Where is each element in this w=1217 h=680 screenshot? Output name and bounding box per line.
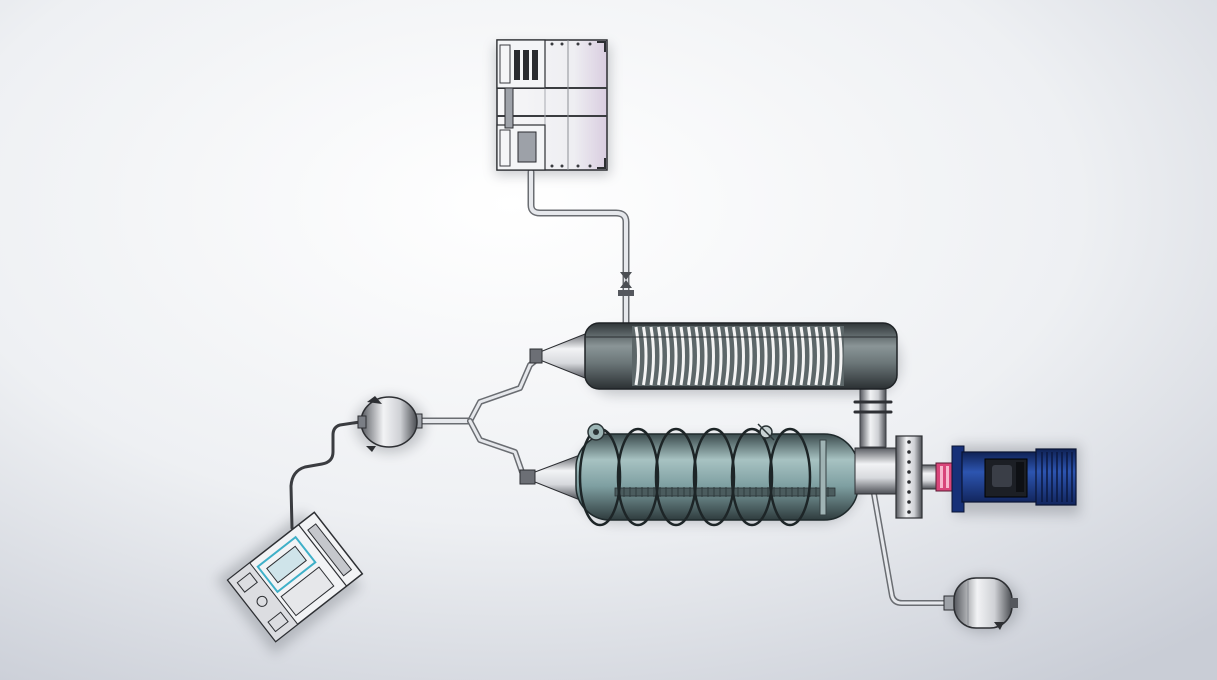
coil-turn: [792, 326, 798, 386]
coil-turn: [694, 326, 700, 386]
coil-turn: [762, 326, 768, 386]
coil-turn: [739, 326, 745, 386]
valve-icon[interactable]: [618, 272, 634, 296]
flange-bolt: [907, 510, 911, 514]
flange-bolt: [907, 500, 911, 504]
coil-turn: [769, 326, 775, 386]
coil-turn: [807, 326, 813, 386]
pump-icon[interactable]: [226, 511, 364, 643]
coil-turn: [822, 326, 828, 386]
spiral-loop: [654, 427, 698, 527]
coil-turn: [649, 326, 655, 386]
spiral-loop: [730, 427, 774, 527]
flange-bolt: [907, 470, 911, 474]
coil-turn: [777, 326, 783, 386]
spiral-loop: [616, 427, 660, 527]
coil-tank-icon[interactable]: [529, 322, 898, 390]
spiral-loop: [692, 427, 736, 527]
coil-turn: [687, 326, 693, 386]
coil-turn: [702, 326, 708, 386]
coil-turn: [672, 326, 678, 386]
drum-icon[interactable]: [357, 396, 423, 452]
flange-bolt: [907, 490, 911, 494]
coil-turn: [724, 326, 730, 386]
coil-turn: [634, 326, 640, 386]
drum-icon[interactable]: [943, 577, 1018, 630]
coil-turn: [814, 326, 820, 386]
coil-turn: [747, 326, 753, 386]
coil-turn: [829, 326, 835, 386]
spiral-tank-icon[interactable]: [519, 423, 923, 527]
coil-turn: [717, 326, 723, 386]
coil-turn: [642, 326, 648, 386]
flange-bolt: [907, 460, 911, 464]
coil-turn: [732, 326, 738, 386]
pipe-drum-to-pump: [289, 420, 362, 530]
coil-turn: [664, 326, 670, 386]
coil-turn: [799, 326, 805, 386]
coupling-icon[interactable]: [921, 462, 955, 492]
flange-bolt: [907, 480, 911, 484]
coil-turn: [754, 326, 760, 386]
coil-turn: [784, 326, 790, 386]
flange-bolt: [907, 450, 911, 454]
compressor-icon[interactable]: [496, 39, 608, 171]
spiral-loop: [768, 427, 812, 527]
coil-turn: [679, 326, 685, 386]
coil-turn: [709, 326, 715, 386]
motor-icon[interactable]: [951, 445, 1077, 513]
flange-bolt: [907, 440, 911, 444]
coil-turn: [837, 326, 843, 386]
tank-riser: [859, 386, 887, 448]
coil-turn: [657, 326, 663, 386]
